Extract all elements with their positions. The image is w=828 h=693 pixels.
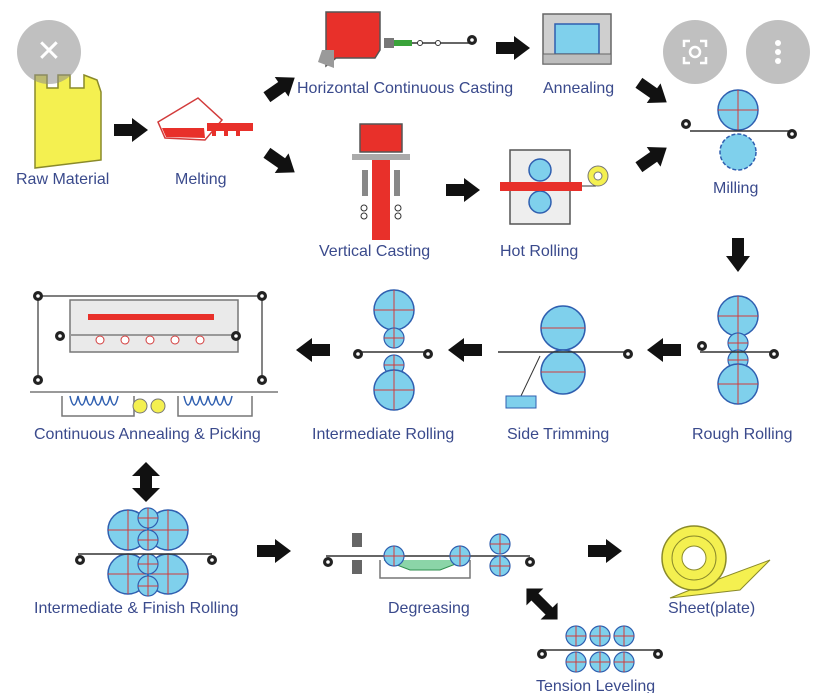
lens-icon <box>682 39 708 65</box>
melting-icon <box>157 97 253 141</box>
label-vertical-casting: Vertical Casting <box>319 243 430 260</box>
label-horizontal-casting: Horizontal Continuous Casting <box>297 80 513 97</box>
arrow-melting-to-horizontal <box>263 77 295 103</box>
arrow-degreasing-to-tension-leveling <box>526 588 558 620</box>
lens-search-button[interactable] <box>663 20 727 84</box>
close-icon: ✕ <box>36 34 62 69</box>
arrow-vertical-to-hot-rolling <box>446 178 480 202</box>
arrow-milling-to-rough-rolling <box>726 238 750 272</box>
continuous-annealing-icon <box>30 291 278 417</box>
more-vert-icon <box>775 40 781 64</box>
tension-leveling-icon <box>537 625 663 673</box>
label-intermediate-rolling: Intermediate Rolling <box>312 426 454 443</box>
arrow-annealing-to-milling <box>635 77 667 103</box>
arrow-degreasing-to-sheet <box>588 539 622 563</box>
label-annealing: Annealing <box>543 80 614 97</box>
label-raw-material: Raw Material <box>16 171 109 188</box>
arrow-side-trimming-to-intermediate <box>448 338 482 362</box>
label-melting: Melting <box>175 171 227 188</box>
milling-icon <box>681 89 797 171</box>
arrow-annealing-to-finish-rolling <box>132 462 160 502</box>
side-trimming-icon <box>498 305 633 409</box>
label-side-trimming: Side Trimming <box>507 426 609 443</box>
label-continuous-annealing: Continuous Annealing & Picking <box>34 426 261 443</box>
label-hot-rolling: Hot Rolling <box>500 243 578 260</box>
arrow-intermediate-to-annealing <box>296 338 330 362</box>
raw-material-icon <box>34 73 102 169</box>
arrow-finish-to-degreasing <box>257 539 291 563</box>
label-milling: Milling <box>713 180 758 197</box>
degreasing-icon <box>323 533 535 579</box>
more-options-button[interactable] <box>746 20 810 84</box>
label-sheet: Sheet(plate) <box>668 600 755 617</box>
label-intermediate-finish-rolling: Intermediate & Finish Rolling <box>34 600 239 617</box>
intermediate-rolling-icon <box>353 289 433 411</box>
arrow-hot-rolling-to-milling <box>635 147 667 173</box>
intermediate-finish-rolling-icon <box>75 507 217 597</box>
sheet-icon <box>661 525 771 599</box>
annealing-icon <box>542 13 612 65</box>
arrow-raw-to-melting <box>114 118 148 142</box>
arrow-melting-to-vertical <box>263 147 295 173</box>
label-degreasing: Degreasing <box>388 600 470 617</box>
hot-rolling-icon <box>500 149 609 225</box>
vertical-casting-icon <box>352 123 410 240</box>
rough-rolling-icon <box>697 295 779 405</box>
arrow-rough-to-side-trimming <box>647 338 681 362</box>
arrow-horizontal-to-annealing <box>496 36 530 60</box>
close-button[interactable]: ✕ <box>17 20 81 84</box>
label-rough-rolling: Rough Rolling <box>692 426 793 443</box>
label-tension-leveling: Tension Leveling <box>536 678 655 693</box>
horizontal-casting-icon <box>318 11 477 68</box>
